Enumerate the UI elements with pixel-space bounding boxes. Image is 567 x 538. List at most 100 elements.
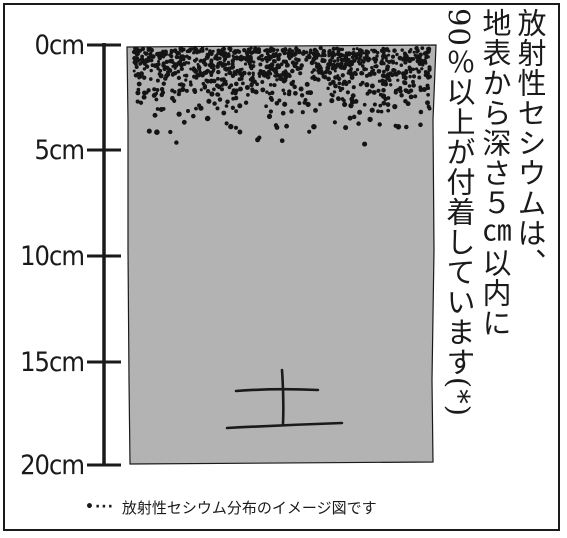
depth-label-10: 10cm [20,241,84,272]
cesium-dot [142,90,147,96]
cesium-dot [152,112,158,118]
cesium-dot [204,78,209,83]
cesium-dot [378,103,383,108]
cesium-dot [327,54,331,58]
cesium-dot [237,103,243,109]
cesium-dot [336,74,340,78]
cesium-dot [331,46,336,52]
cesium-dot [309,60,315,66]
cesium-dot [246,93,250,97]
cesium-dot [144,51,149,56]
cesium-dot [407,84,412,88]
cesium-dot [177,60,183,65]
cesium-dot [327,70,333,75]
cesium-dot [169,49,175,54]
cesium-dot [135,47,139,51]
cesium-dot [240,67,244,71]
cesium-dot [158,68,163,73]
cesium-dot [280,110,286,116]
cesium-dot [155,88,160,92]
cesium-dot [195,72,200,77]
cesium-dot [358,82,363,87]
note-column-2: 地表から深さ５㎝以内に [478,8,512,338]
cesium-dot [408,94,414,100]
cesium-dot [345,90,350,95]
cesium-dot [166,72,171,77]
cesium-dot [426,86,431,91]
cesium-dot [224,73,228,77]
cesium-dot [340,53,345,58]
cesium-dot [307,129,312,134]
cesium-dot [176,111,182,117]
depth-label-5: 5cm [35,135,84,166]
cesium-dot [265,90,269,94]
cesium-dot [369,83,375,89]
soil-column [126,44,437,465]
cesium-dot [355,51,360,57]
cesium-dot [181,119,187,125]
cesium-dot [255,82,259,87]
cesium-dot [347,63,353,68]
cesium-dot [401,57,405,62]
cesium-dot [415,54,420,59]
cesium-dot [216,61,221,66]
cesium-dot [411,67,416,71]
cesium-dot [222,46,226,50]
cesium-dot [157,72,162,76]
cesium-dot [274,100,280,106]
cesium-dot [142,75,147,80]
cesium-dot [209,78,214,84]
cesium-dot [181,56,186,62]
cesium-dot [190,47,194,51]
cesium-dot [184,88,189,93]
cesium-dot [381,87,386,93]
cesium-dot [386,108,391,113]
cesium-dot [392,103,398,110]
cesium-dot [226,61,231,66]
cesium-dot [182,61,187,66]
cesium-dot [353,71,358,77]
cesium-dot [177,88,182,94]
cesium-dot [231,96,236,101]
cesium-dot [375,54,379,58]
cesium-dot [142,67,147,71]
cesium-dot [280,48,286,54]
cesium-dot [347,69,351,73]
cesium-dot [243,62,248,66]
cesium-dot [310,70,314,74]
cesium-dot [312,68,316,72]
cesium-dot [239,54,243,58]
cesium-dot [287,49,291,53]
cesium-dot [224,104,229,108]
cesium-dot [340,97,345,101]
cesium-dot [304,50,309,55]
cesium-dot [304,57,309,62]
cesium-dot [204,116,210,122]
cesium-dot [354,56,359,60]
cesium-dot [230,73,236,79]
cesium-dot [381,52,386,58]
cesium-dot [230,105,236,110]
cesium-dot [275,65,280,70]
cesium-dot [279,62,284,67]
cesium-dot [376,68,382,74]
cesium-dot [425,74,431,80]
cesium-dot [339,65,344,70]
cesium-dot [364,49,369,54]
cesium-dot [304,81,310,87]
cesium-dot [396,71,400,75]
cesium-dot [135,51,139,55]
cesium-dot [298,71,303,76]
cesium-dot [203,62,208,67]
cesium-dot [408,69,413,74]
legend-row: •··· 放射性セシウム分布のイメージ図です [85,495,377,519]
cesium-dot [313,108,318,113]
cesium-dot [390,54,396,59]
cesium-dot [209,71,214,76]
cesium-dot [260,80,265,84]
cesium-dot [203,84,208,88]
cesium-dot [136,87,141,92]
cesium-dot [282,77,288,82]
cesium-dot [326,86,330,91]
cesium-dot [398,85,403,90]
